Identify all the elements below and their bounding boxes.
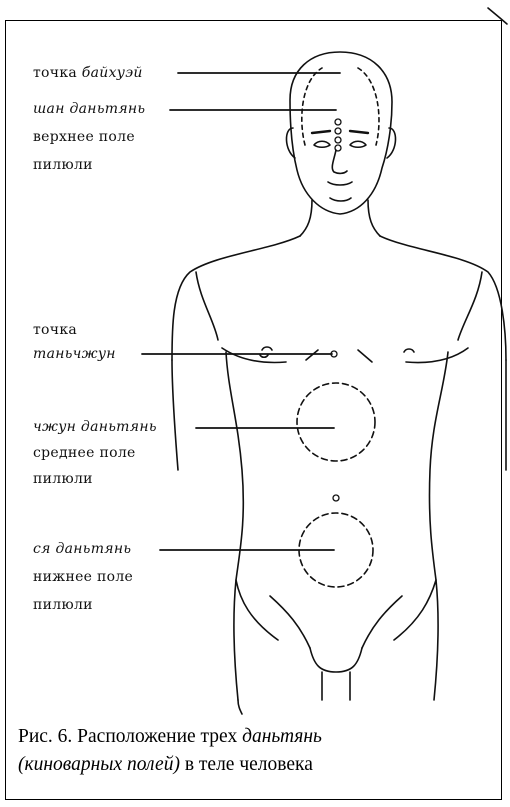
thigh-left	[238, 700, 242, 714]
left-arm	[172, 360, 178, 470]
groin-left	[270, 596, 310, 648]
right-nipple	[404, 349, 414, 352]
label-zhong-line2: среднее поле	[33, 444, 136, 462]
left-hip	[236, 580, 278, 640]
figure-caption: Рис. 6. Расположение трех даньтянь (кино…	[18, 723, 498, 779]
label-xia-line2: нижнее поле	[33, 568, 133, 586]
right-eye	[350, 141, 366, 147]
legs-inner	[322, 672, 350, 700]
right-shoulder	[380, 236, 506, 360]
label-xia-name: ся даньтянь	[33, 540, 131, 558]
label-shang-line2: верхнее поле	[33, 128, 135, 146]
label-zhong-line3: пилюли	[33, 470, 93, 488]
corner-mark	[488, 8, 507, 24]
chest-mark	[306, 350, 318, 360]
middle-dantian-circle	[297, 383, 375, 461]
caption-part3: (киноварных полей)	[18, 754, 180, 775]
right-brow	[350, 131, 368, 133]
neck-left	[300, 200, 312, 236]
groin-right	[362, 596, 402, 648]
chest-mark-2	[358, 350, 372, 362]
label-tanzhong-line1: точка	[33, 321, 77, 339]
caption-part2: даньтянь	[242, 726, 322, 747]
chest-left	[222, 348, 286, 362]
left-shoulder	[172, 236, 300, 360]
label-shang-name: шан даньтянь	[33, 100, 145, 118]
upper-dantian-dot-2	[335, 128, 341, 134]
genitals	[310, 648, 362, 672]
left-eye	[314, 141, 330, 147]
upper-dantian-dot-1	[335, 119, 341, 125]
caption-part4: в теле человека	[180, 754, 313, 775]
torso-left	[226, 352, 243, 700]
torso-right	[429, 352, 448, 700]
left-brow	[312, 131, 330, 133]
chest-right	[406, 348, 468, 362]
label-tanzhong-name: таньчжун	[33, 345, 116, 363]
left-nipple	[260, 347, 272, 357]
left-shoulder-curve	[196, 272, 218, 340]
nose	[332, 150, 347, 173]
label-shang-line3: пилюли	[33, 156, 93, 174]
upper-dantian-dot-3	[335, 137, 341, 143]
mouth	[328, 182, 352, 185]
neck-right	[368, 200, 380, 236]
caption-part1: Рис. 6. Расположение трех	[18, 726, 242, 747]
label-xia-line3: пилюли	[33, 596, 93, 614]
label-baihuei-prefix: точка	[33, 65, 77, 81]
label-zhong-name: чжун даньтянь	[33, 418, 157, 436]
upper-dantian-dot-4	[335, 145, 341, 151]
chin	[330, 198, 351, 201]
navel-dot	[333, 495, 339, 501]
right-hip	[394, 580, 436, 640]
label-baihuei-name: байхуэй	[82, 65, 143, 81]
label-baihuei: точка байхуэй	[33, 64, 143, 82]
right-shoulder-curve	[458, 272, 482, 340]
